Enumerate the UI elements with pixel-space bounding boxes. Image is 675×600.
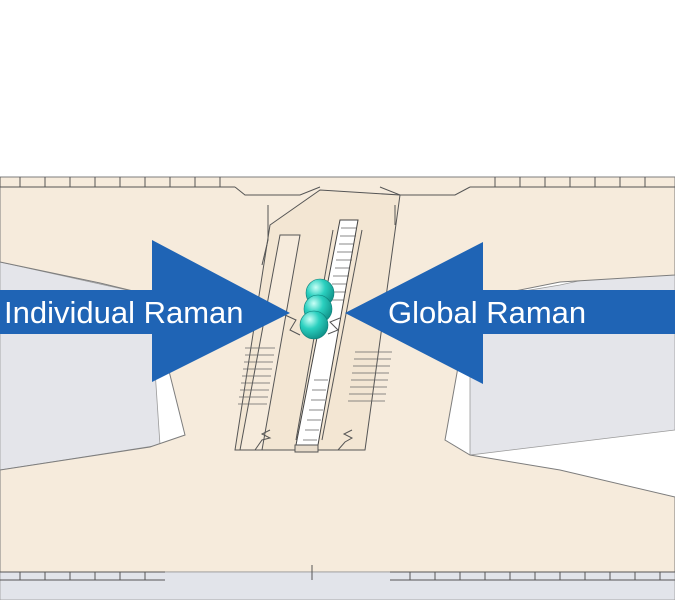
ion xyxy=(299,310,329,340)
top-edge-electrodes xyxy=(0,177,675,196)
individual-raman-arrow: Individual Raman xyxy=(0,240,290,382)
global-raman-label: Global Raman xyxy=(388,295,586,330)
ion-chain xyxy=(299,278,335,340)
global-raman-arrow: Global Raman xyxy=(345,242,675,384)
chip-base-strip xyxy=(0,571,675,600)
individual-raman-label: Individual Raman xyxy=(4,295,244,330)
bottom-edge-electrodes xyxy=(0,565,675,581)
